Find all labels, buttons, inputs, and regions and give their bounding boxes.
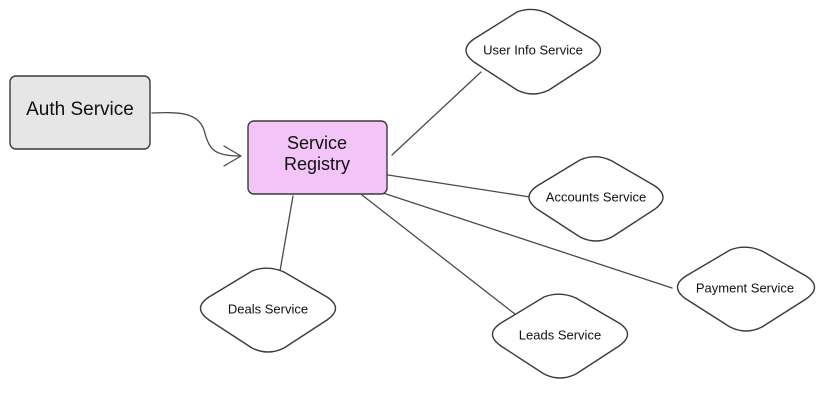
payment-service-label: Payment Service [696,280,794,295]
deals-service-diamond [199,267,337,353]
edge-registry-to-user-info [391,71,482,156]
edge-registry-to-payment [379,191,673,289]
edge-registry-to-accounts [387,174,531,198]
service-registry-label-line1: Service [287,133,347,153]
deals-service-node[interactable]: Deals Service [199,267,337,353]
payment-service-node[interactable]: Payment Service [676,246,816,332]
deals-service-label: Deals Service [228,301,308,316]
auth-service-box [9,75,151,150]
payment-service-diamond [676,246,816,332]
edges [151,71,673,319]
leads-service-node[interactable]: Leads Service [491,293,629,379]
leads-service-label: Leads Service [519,327,601,342]
arrowhead-icon [223,145,242,167]
user-info-service-label: User Info Service [483,42,583,57]
auth-service-node[interactable]: Auth Service [9,75,151,150]
accounts-service-node[interactable]: Accounts Service [528,156,664,242]
service-registry-box [247,120,388,195]
edge-auth-to-registry [151,112,241,157]
edge-registry-to-leads [361,194,521,319]
accounts-service-label: Accounts Service [546,189,646,204]
user-info-service-node[interactable]: User Info Service [465,8,602,95]
auth-service-label: Auth Service [26,99,134,120]
accounts-service-diamond [528,156,664,242]
edge-registry-to-deals [279,195,294,272]
leads-service-diamond [491,293,629,379]
service-registry-label-line2: Registry [284,154,350,174]
user-info-service-diamond [465,8,602,95]
service-registry-node[interactable]: Service Registry [247,120,388,195]
